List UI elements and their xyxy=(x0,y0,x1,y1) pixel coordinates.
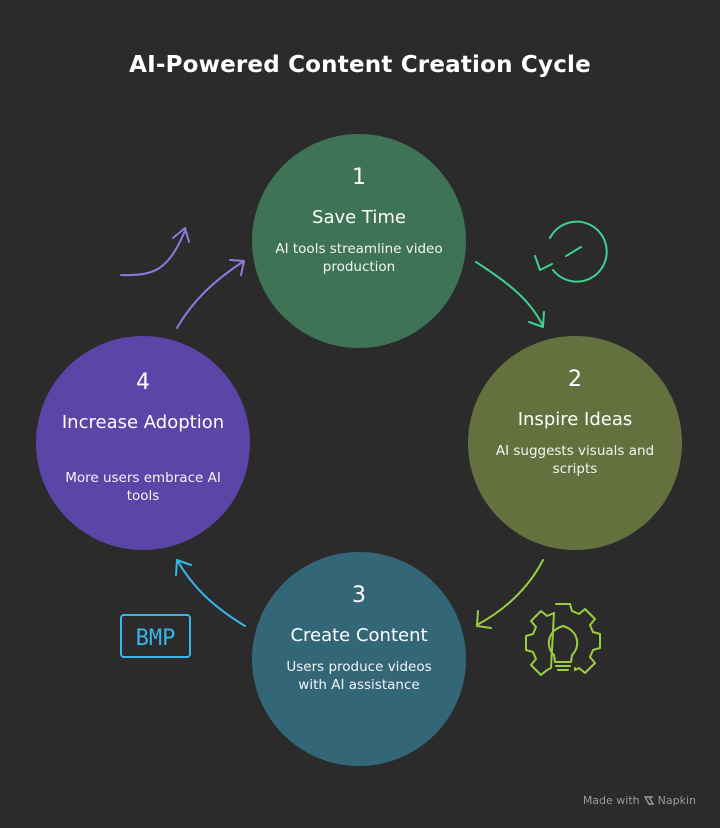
cycle-node-save-time: 1 Save Time AI tools streamline video pr… xyxy=(252,134,466,348)
node-number: 1 xyxy=(352,165,366,190)
napkin-logo-icon xyxy=(643,796,654,805)
node-number: 3 xyxy=(352,583,366,608)
trend-up-arrow-icon xyxy=(120,227,190,277)
node-description: AI tools streamline video production xyxy=(275,241,443,275)
arrow-to-node-4 xyxy=(175,559,246,627)
arrow-to-node-2 xyxy=(475,261,545,328)
node-heading: Save Time xyxy=(312,207,406,228)
napkin-brand[interactable]: Napkin xyxy=(643,794,696,807)
gear-lightbulb-icon xyxy=(525,603,601,676)
cycle-node-increase-adoption: 4 Increase Adoption More users embrace A… xyxy=(36,336,250,550)
clock-refresh-icon xyxy=(534,220,608,283)
node-heading: Inspire Ideas xyxy=(517,409,633,430)
arrow-to-node-3 xyxy=(476,559,544,629)
node-heading: Create Content xyxy=(290,625,428,646)
made-with-label: Made with xyxy=(582,794,640,807)
arrow-to-node-1 xyxy=(176,259,245,329)
cycle-node-inspire-ideas: 2 Inspire Ideas AI suggests visuals and … xyxy=(468,336,682,550)
node-number: 4 xyxy=(136,370,150,395)
napkin-label: Napkin xyxy=(657,794,696,807)
cycle-node-create-content: 3 Create Content Users produce videos wi… xyxy=(252,552,466,766)
node-description: Users produce videos with AI assistance xyxy=(286,659,432,693)
footer: Made with Napkin xyxy=(583,794,696,807)
page-title: AI-Powered Content Creation Cycle xyxy=(129,52,591,78)
node-number: 2 xyxy=(568,367,582,392)
node-heading: Increase Adoption xyxy=(61,412,225,433)
bmp-file-icon: BMP xyxy=(120,614,191,658)
bmp-label: BMP xyxy=(136,626,176,651)
node-description: More users embrace AI tools xyxy=(65,470,221,504)
node-description: AI suggests visuals and scripts xyxy=(495,443,655,477)
